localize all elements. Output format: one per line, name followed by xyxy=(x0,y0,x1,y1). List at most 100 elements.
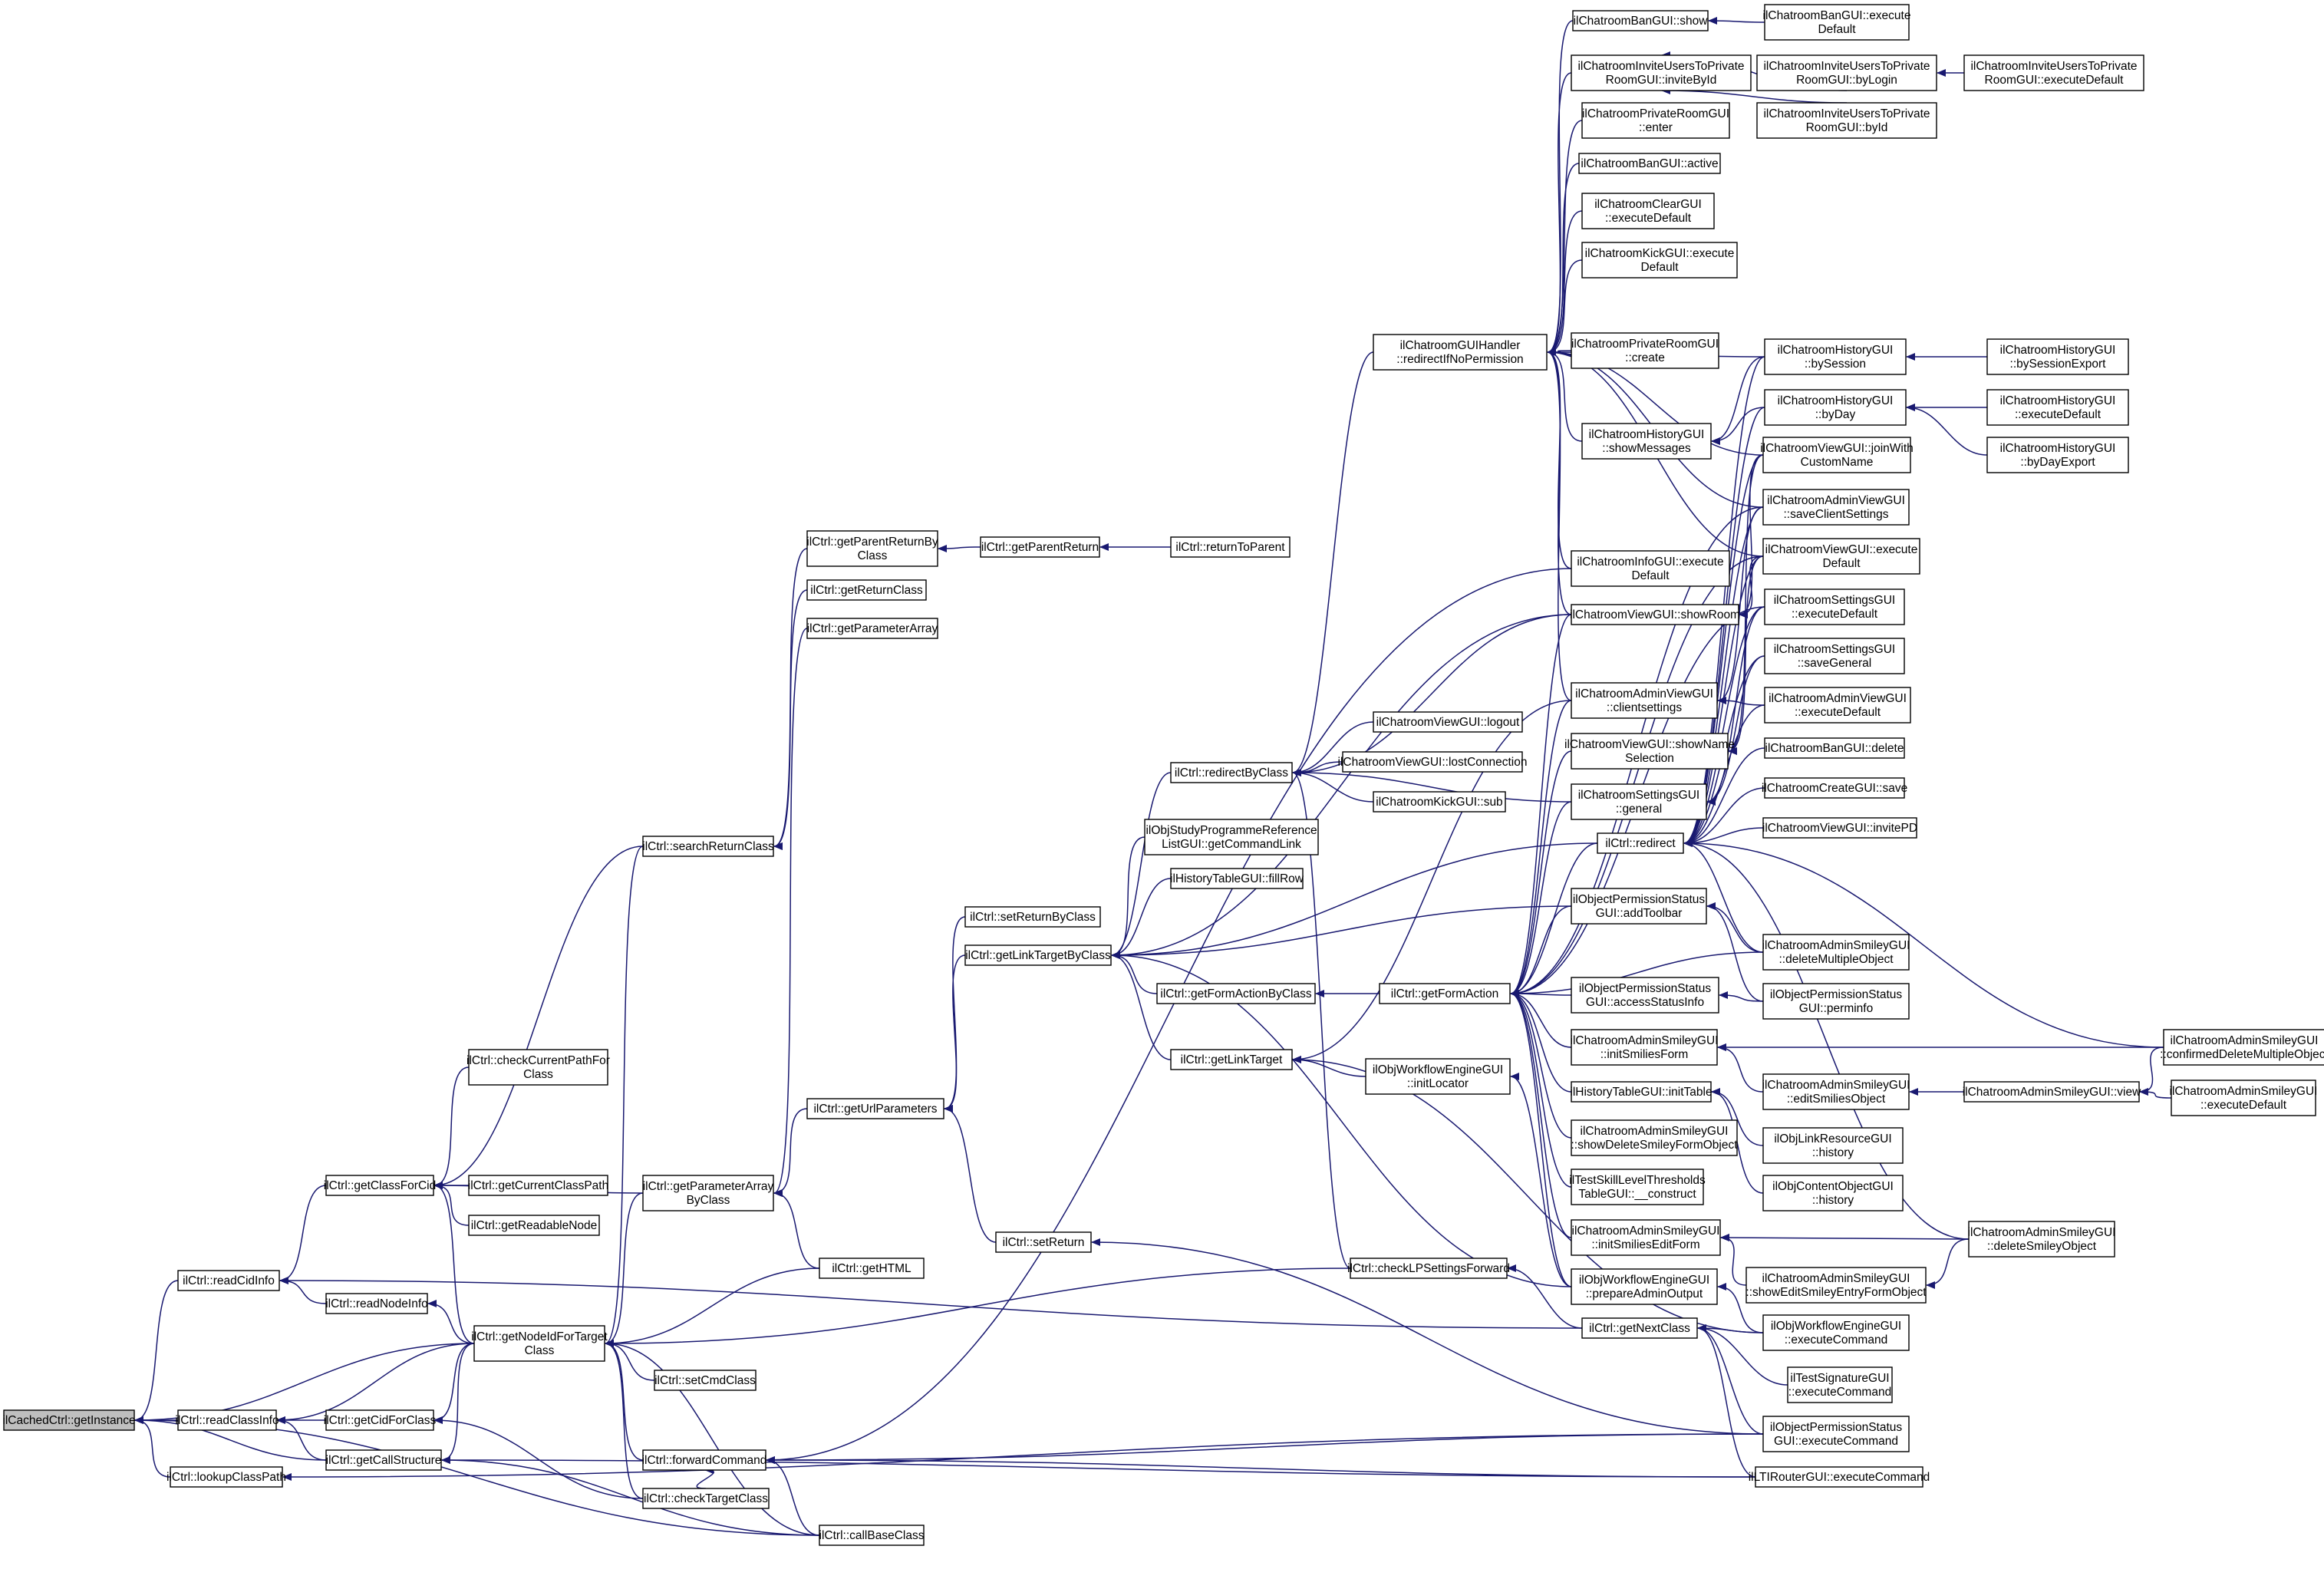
node-ban-delete[interactable]: ilChatroomBanGUI::delete xyxy=(1764,737,1905,759)
node-hist-by-day-export[interactable]: ilChatroomHistoryGUI::byDayExport xyxy=(1986,437,2129,473)
node-test-skill[interactable]: ilTestSkillLevelThresholdsTableGUI::__co… xyxy=(1569,1169,1706,1205)
node-workflow-exec[interactable]: ilObjWorkflowEngineGUI::executeCommand xyxy=(1762,1314,1910,1351)
node-smiley-show-edit-entry[interactable]: ilChatroomAdminSmileyGUI::showEditSmiley… xyxy=(1745,1267,1927,1304)
node-priv-create[interactable]: ilChatroomPrivateRoomGUI::create xyxy=(1571,332,1719,369)
node-admin-view-exec[interactable]: ilChatroomAdminViewGUI::executeDefault xyxy=(1764,687,1911,724)
node-view-invite-pd[interactable]: ilChatroomViewGUI::invitePD xyxy=(1762,817,1917,839)
node-get-html[interactable]: ilCtrl::getHTML xyxy=(819,1258,925,1279)
node-invite-exec[interactable]: ilChatroomInviteUsersToPrivateRoomGUI::e… xyxy=(1963,54,2144,91)
node-view-exec[interactable]: ilChatroomViewGUI::executeDefault xyxy=(1762,538,1920,575)
node-set-return[interactable]: ilCtrl::setReturn xyxy=(995,1231,1092,1253)
node-admin-client-settings[interactable]: ilChatroomAdminViewGUI::clientsettings xyxy=(1571,682,1718,719)
node-lti-exec[interactable]: ilLTIRouterGUI::executeCommand xyxy=(1749,1466,1930,1488)
node-view-logout[interactable]: ilChatroomViewGUI::logout xyxy=(1373,711,1523,733)
node-redirect-by-class[interactable]: ilCtrl::redirectByClass xyxy=(1170,762,1293,783)
node-return-to-parent[interactable]: ilCtrl::returnToParent xyxy=(1170,536,1291,558)
node-read-node-info[interactable]: ilCtrl::readNodeInfo xyxy=(325,1293,428,1314)
node-create-save[interactable]: ilChatroomCreateGUI::save xyxy=(1762,777,1907,799)
node-link-res-history[interactable]: ilObjLinkResourceGUI::history xyxy=(1762,1127,1904,1164)
node-workflow-prepare[interactable]: ilObjWorkflowEngineGUI::prepareAdminOutp… xyxy=(1571,1268,1718,1305)
edge-get-cid-for-class-to-get-node-id-for-target-class xyxy=(433,1343,475,1424)
node-smiley-delete-multiple[interactable]: ilChatroomAdminSmileyGUI::deleteMultiple… xyxy=(1762,934,1910,971)
node-get-return-class[interactable]: ilCtrl::getReturnClass xyxy=(806,579,927,601)
node-workflow-init-locator[interactable]: ilObjWorkflowEngineGUI::initLocator xyxy=(1365,1058,1511,1095)
node-forward-command[interactable]: ilCtrl::forwardCommand xyxy=(642,1449,767,1471)
node-get-current-class-path[interactable]: ilCtrl::getCurrentClassPath xyxy=(468,1175,608,1196)
node-label: Selection xyxy=(1625,752,1674,765)
node-settings-general[interactable]: ilChatroomSettingsGUI::general xyxy=(1571,783,1707,820)
node-get-call-structure[interactable]: ilCtrl::getCallStructure xyxy=(325,1449,442,1471)
node-priv-enter[interactable]: ilChatroomPrivateRoomGUI::enter xyxy=(1581,102,1730,139)
node-get-form-action-by-class[interactable]: ilCtrl::getFormActionByClass xyxy=(1156,983,1316,1004)
node-view-show-room[interactable]: ilChatroomViewGUI::showRoom xyxy=(1570,604,1740,625)
node-ctrl-redirect[interactable]: ilCtrl::redirect xyxy=(1597,832,1684,854)
node-set-cmd-class[interactable]: ilCtrl::setCmdClass xyxy=(654,1370,757,1391)
node-perm-access-status[interactable]: ilObjectPermissionStatusGUI::accessStatu… xyxy=(1571,977,1719,1014)
node-history-init-table[interactable]: ilHistoryTableGUI::initTable xyxy=(1570,1081,1713,1103)
node-handler-redirect[interactable]: ilChatroomGUIHandler::redirectIfNoPermis… xyxy=(1373,334,1548,371)
node-get-readable-node[interactable]: ilCtrl::getReadableNode xyxy=(468,1215,600,1236)
node-get-parent-return[interactable]: ilCtrl::getParentReturn xyxy=(980,536,1100,558)
node-hist-by-day[interactable]: ilChatroomHistoryGUI::byDay xyxy=(1764,389,1907,426)
node-info-exec[interactable]: ilChatroomInfoGUI::executeDefault xyxy=(1571,550,1730,587)
node-invite-by-id-b[interactable]: ilChatroomInviteUsersToPrivateRoomGUI::b… xyxy=(1756,102,1937,139)
node-hist-by-session[interactable]: ilChatroomHistoryGUI::bySession xyxy=(1764,338,1907,375)
node-read-cid-info[interactable]: ilCtrl::readCidInfo xyxy=(177,1270,280,1291)
node-get-link-target[interactable]: ilCtrl::getLinkTarget xyxy=(1170,1049,1293,1070)
node-ban-show[interactable]: ilChatroomBanGUI::show xyxy=(1572,10,1709,31)
node-label: ilChatroomAdminViewGUI xyxy=(1767,494,1905,507)
node-smiley-delete-obj[interactable]: ilChatroomAdminSmileyGUI::deleteSmileyOb… xyxy=(1968,1221,2116,1258)
node-content-history[interactable]: ilObjContentObjectGUI::history xyxy=(1762,1175,1904,1211)
node-smiley-init-form[interactable]: ilChatroomAdminSmileyGUI::initSmiliesFor… xyxy=(1571,1029,1719,1066)
node-box xyxy=(964,906,1101,928)
node-get-cid-for-class[interactable]: ilCtrl::getCidForClass xyxy=(324,1409,437,1431)
node-test-sig-exec[interactable]: ilTestSignatureGUI::executeCommand xyxy=(1787,1366,1893,1403)
node-settings-exec[interactable]: ilChatroomSettingsGUI::executeDefault xyxy=(1764,588,1905,625)
node-get-form-action[interactable]: ilCtrl::getFormAction xyxy=(1379,983,1511,1004)
node-admin-save-client[interactable]: ilChatroomAdminViewGUI::saveClientSettin… xyxy=(1762,489,1910,526)
node-ban-exec[interactable]: ilChatroomBanGUI::executeDefault xyxy=(1763,4,1911,41)
node-search-return-class[interactable]: ilCtrl::searchReturnClass xyxy=(642,836,774,857)
node-read-class-info[interactable]: ilCtrl::readClassInfo xyxy=(175,1409,279,1431)
node-smiley-show-delete[interactable]: ilChatroomAdminSmileyGUI::showDeleteSmil… xyxy=(1571,1119,1738,1156)
node-hist-by-session-export[interactable]: ilChatroomHistoryGUI::bySessionExport xyxy=(1986,338,2129,375)
node-settings-save-general[interactable]: ilChatroomSettingsGUI::saveGeneral xyxy=(1764,638,1905,674)
node-get-link-target-by-class[interactable]: ilCtrl::getLinkTargetByClass xyxy=(964,944,1112,966)
node-view-lost-connection[interactable]: ilChatroomViewGUI::lostConnection xyxy=(1338,751,1528,773)
node-hist-exec[interactable]: ilChatroomHistoryGUI::executeDefault xyxy=(1986,389,2129,426)
node-check-lpsettings-forward[interactable]: ilCtrl::checkLPSettingsForward xyxy=(1347,1258,1510,1279)
node-kick-exec[interactable]: ilChatroomKickGUI::executeDefault xyxy=(1581,242,1738,279)
node-check-target-class[interactable]: ilCtrl::checkTargetClass xyxy=(642,1488,770,1509)
node-smiley-view[interactable]: ilChatroomAdminSmileyGUI::view xyxy=(1963,1081,2141,1103)
node-smiley-init-edit[interactable]: ilChatroomAdminSmileyGUI::initSmiliesEdi… xyxy=(1571,1219,1721,1256)
node-set-return-by-class[interactable]: ilCtrl::setReturnByClass xyxy=(964,906,1101,928)
node-invite-by-id[interactable]: ilChatroomInviteUsersToPrivateRoomGUI::i… xyxy=(1571,54,1752,91)
node-call-base-class[interactable]: ilCtrl::callBaseClass xyxy=(819,1525,925,1546)
node-ban-active[interactable]: ilChatroomBanGUI::active xyxy=(1578,153,1721,174)
node-label: ilCtrl::getParentReturn xyxy=(981,541,1099,554)
node-smiley-edit-obj[interactable]: ilChatroomAdminSmileyGUI::editSmiliesObj… xyxy=(1762,1073,1910,1110)
node-get-class-for-cid[interactable]: ilCtrl::getClassForCid xyxy=(324,1175,436,1196)
node-clear-exec[interactable]: ilChatroomClearGUI::executeDefault xyxy=(1581,193,1715,229)
node-get-parameter-array[interactable]: ilCtrl::getParameterArray xyxy=(806,618,938,639)
node-perm-exec[interactable]: ilObjectPermissionStatusGUI::executeComm… xyxy=(1762,1416,1910,1452)
node-study-prog[interactable]: ilObjStudyProgrammeReferenceListGUI::get… xyxy=(1144,819,1319,855)
node-kick-sub[interactable]: ilChatroomKickGUI::sub xyxy=(1373,791,1506,813)
node-get-url-parameters[interactable]: ilCtrl::getUrlParameters xyxy=(806,1098,944,1119)
node-root[interactable]: ilCachedCtrl::getInstance xyxy=(2,1409,136,1431)
node-history-fill-row[interactable]: ilHistoryTableGUI::fillRow xyxy=(1170,868,1304,889)
node-hist-show-messages[interactable]: ilChatroomHistoryGUI::showMessages xyxy=(1581,423,1712,460)
node-smiley-exec[interactable]: ilChatroomAdminSmileyGUI::executeDefault xyxy=(2170,1080,2318,1116)
node-get-next-class[interactable]: ilCtrl::getNextClass xyxy=(1581,1317,1698,1339)
node-invite-by-login[interactable]: ilChatroomInviteUsersToPrivateRoomGUI::b… xyxy=(1756,54,1937,91)
node-lookup-class-path[interactable]: ilCtrl::lookupClassPath xyxy=(166,1466,286,1488)
node-smiley-confirmed-delete[interactable]: ilChatroomAdminSmileyGUI::confirmedDelet… xyxy=(2160,1029,2324,1066)
